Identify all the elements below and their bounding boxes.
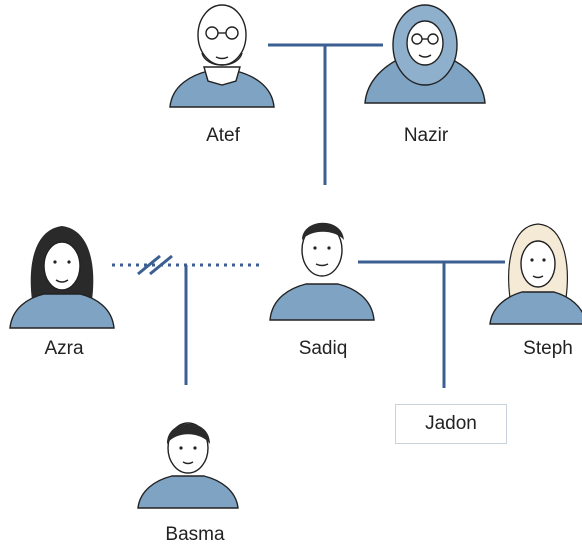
girl-icon xyxy=(137,422,239,509)
elderly-man-with-glasses-icon xyxy=(169,4,275,108)
blonde-woman-icon xyxy=(489,223,582,325)
woman-with-long-hair-icon xyxy=(9,226,115,329)
person-name-azra: Azra xyxy=(44,338,84,359)
person-name-nazir: Nazir xyxy=(403,125,449,146)
young-man-icon xyxy=(269,222,375,321)
person-name-sadiq: Sadiq xyxy=(298,338,348,359)
person-name-atef: Atef xyxy=(206,125,240,146)
separation-mark-2 xyxy=(149,254,173,276)
person-name-jadon: Jadon xyxy=(425,413,477,434)
person-name-steph: Steph xyxy=(523,338,573,359)
separation-mark-1 xyxy=(137,254,161,276)
connectors xyxy=(112,43,505,388)
elderly-woman-in-hijab-icon xyxy=(364,4,486,104)
person-name-basma: Basma xyxy=(165,524,225,545)
person-box-jadon: Jadon xyxy=(395,404,507,444)
